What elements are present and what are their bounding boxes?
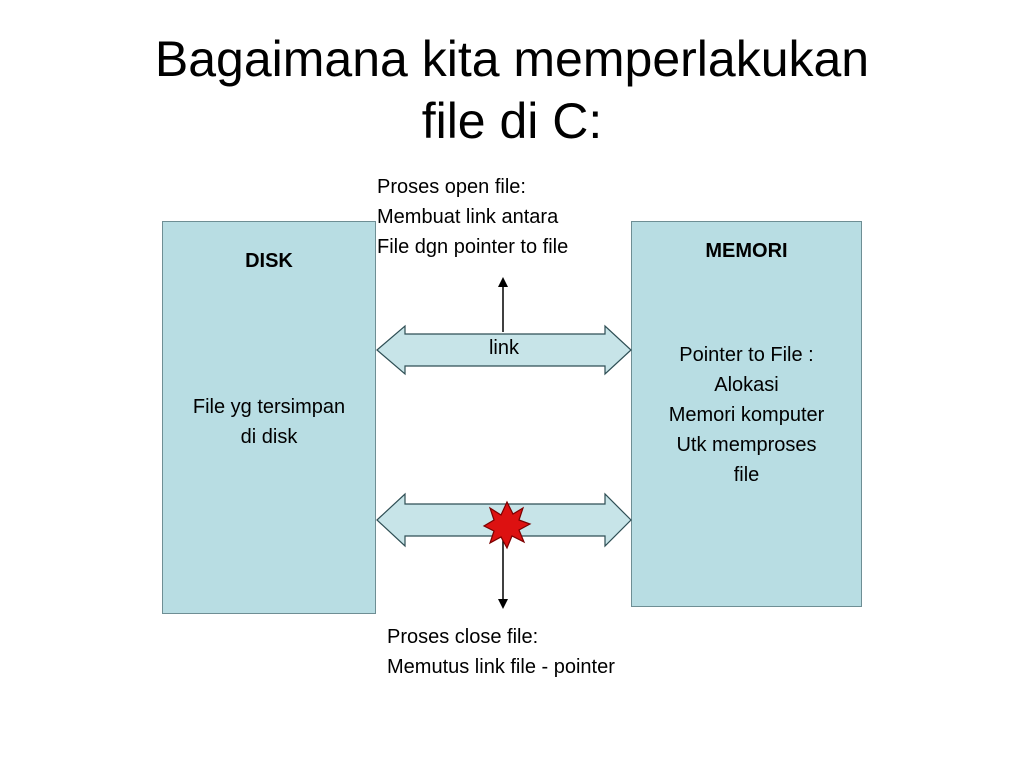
memori-desc-line5: file <box>733 464 760 486</box>
memori-label: MEMORI <box>705 240 788 262</box>
memori-box: MEMORI Pointer to File : Alokasi Memori … <box>631 221 862 607</box>
open-note-line2: Membuat link antara <box>377 206 559 228</box>
broken-link-double-arrow <box>376 492 632 548</box>
close-note-line2: Memutus link file - pointer <box>387 656 615 678</box>
link-label: link <box>488 337 519 359</box>
open-file-note: Proses open file: Membuat link antara Fi… <box>377 172 568 262</box>
memori-description: Pointer to File : Alokasi Memori kompute… <box>632 340 861 490</box>
disk-desc-line2: di disk <box>240 426 298 448</box>
slide-title: Bagaimana kita memperlakukan file di C: <box>0 28 1024 152</box>
memori-desc-line3: Memori komputer <box>668 404 825 426</box>
disk-box: DISK File yg tersimpan di disk <box>162 221 376 614</box>
open-note-line3: File dgn pointer to file <box>377 236 569 258</box>
slide-title-line2: file di C: <box>421 93 603 149</box>
open-note-line1: Proses open file: <box>377 176 526 198</box>
slide-title-line1: Bagaimana kita memperlakukan <box>154 31 870 87</box>
disk-desc-line1: File yg tersimpan <box>192 396 346 418</box>
memori-desc-line4: Utk memproses <box>676 434 817 456</box>
memori-desc-line1: Pointer to File : <box>679 344 814 366</box>
memori-desc-line2: Alokasi <box>714 374 779 396</box>
disk-description: File yg tersimpan di disk <box>163 392 375 452</box>
close-file-note: Proses close file: Memutus link file - p… <box>387 622 615 682</box>
disk-label: DISK <box>245 250 293 272</box>
close-note-line1: Proses close file: <box>387 626 539 648</box>
break-burst-icon <box>482 500 532 550</box>
